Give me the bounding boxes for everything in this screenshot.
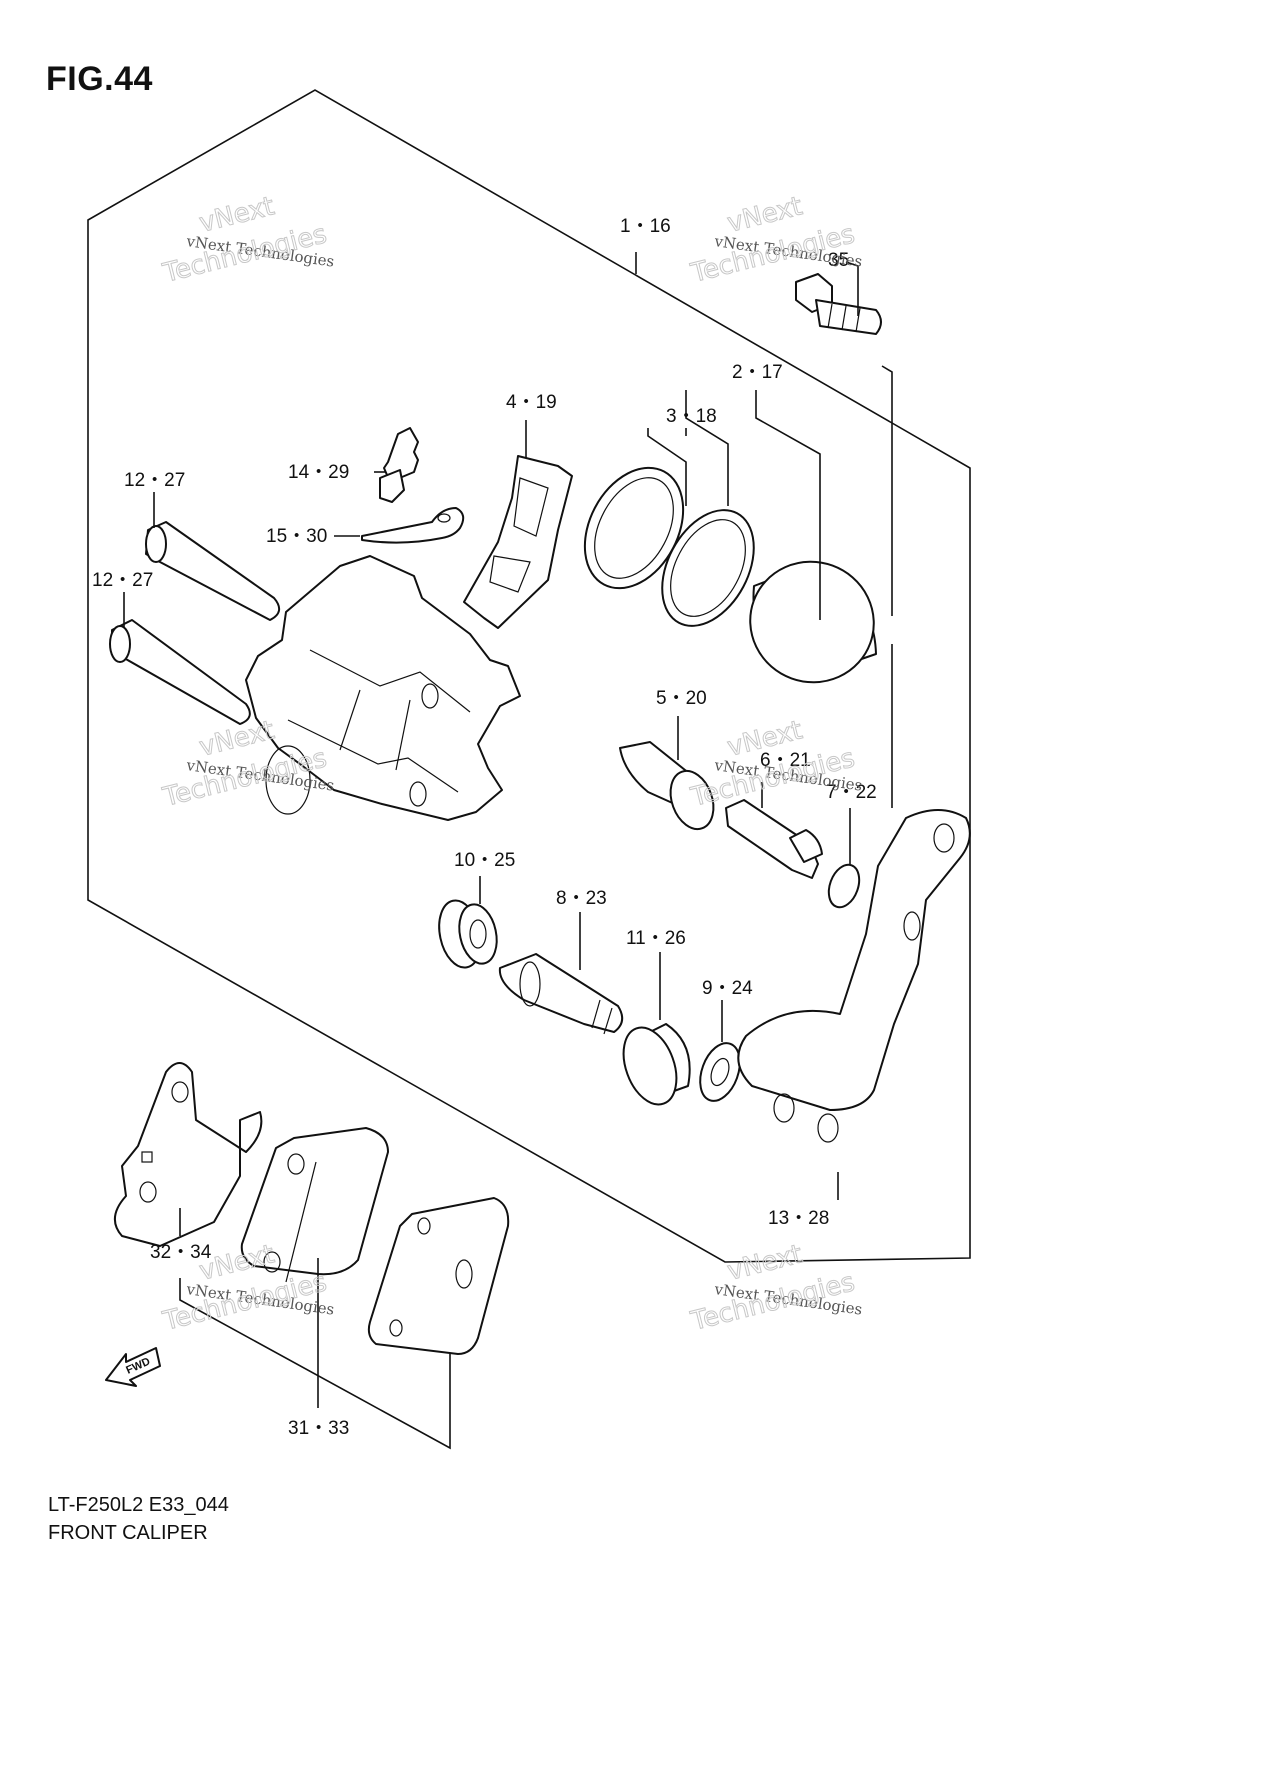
callout-3-18: 3・18: [666, 406, 717, 427]
slide-boot-part: [622, 1023, 691, 1106]
callout-8-23: 8・23: [556, 888, 607, 909]
caliper-bracket-part: [737, 809, 971, 1143]
boot-part: [438, 899, 498, 969]
svg-text:vNext: vNext: [724, 1239, 805, 1286]
watermark-top-left: vNext Technologies vNext Technologies: [159, 191, 336, 290]
callout-5-20: 5・20: [656, 688, 707, 709]
dust-seal-part: [661, 509, 755, 627]
callout-35: 35: [828, 250, 849, 271]
slide-pin-lower-part: [109, 619, 251, 725]
caliper-body-part: [245, 555, 521, 821]
clip-part: [361, 507, 465, 544]
brake-pad-outer-part: [367, 1197, 510, 1355]
callout-10-25: 10・25: [454, 850, 515, 871]
piston-part: [749, 560, 877, 684]
svg-text:Technologies: Technologies: [159, 219, 329, 289]
svg-text:Technologies: Technologies: [687, 219, 857, 289]
figure-name: FRONT CALIPER: [48, 1522, 208, 1544]
callout-11-26: 11・26: [626, 928, 686, 949]
washer-7-part: [827, 863, 861, 909]
leader-lines: [123, 252, 893, 1408]
callout-6-21: 6・21: [760, 750, 811, 771]
svg-text:vNext: vNext: [196, 191, 277, 238]
callout-2-17: 2・17: [732, 362, 783, 383]
svg-text:vNext: vNext: [724, 191, 805, 238]
slide-pin-upper-part: [145, 521, 281, 621]
slide-sleeve-part: [619, 741, 715, 831]
bracket-pin-part: [725, 799, 823, 879]
callout-31-33: 31・33: [288, 1418, 349, 1439]
mounting-bolt-part: [795, 273, 882, 335]
svg-text:Technologies: Technologies: [687, 1267, 857, 1337]
forward-direction-marker: FWD: [105, 1347, 161, 1387]
pad-group-bracket: [179, 1278, 451, 1450]
assembly-outline: [87, 89, 971, 1263]
svg-text:Technologies: Technologies: [159, 1267, 329, 1337]
callout-12-27-lower: 12・27: [92, 570, 153, 591]
figure-title: FIG.44: [46, 60, 153, 98]
callout-12-27-upper: 12・27: [124, 470, 185, 491]
callout-13-28: 13・28: [768, 1208, 829, 1229]
pad-shim-part: [114, 1062, 263, 1247]
callout-7-22: 7・22: [826, 782, 877, 803]
washer-9-part: [699, 1042, 741, 1102]
callout-32-34: 32・34: [150, 1242, 212, 1263]
bleeder-screw-part: [379, 427, 419, 503]
callout-15-30: 15・30: [266, 526, 327, 547]
callout-14-29: 14・29: [288, 462, 349, 483]
callout-9-24: 9・24: [702, 978, 753, 999]
watermark-top-right: vNext Technologies vNext Technologies: [687, 191, 864, 290]
figure-code: LT-F250L2 E33_044: [48, 1494, 229, 1516]
brake-pad-inner-part: [240, 1127, 389, 1283]
callout-1-16: 1・16: [620, 216, 671, 237]
caliper-pin-part: [498, 953, 624, 1035]
callout-4-19: 4・19: [506, 392, 557, 413]
watermark-bottom-right: vNext Technologies vNext Technologies: [687, 1239, 864, 1338]
pad-spring-plate-part: [463, 455, 573, 629]
